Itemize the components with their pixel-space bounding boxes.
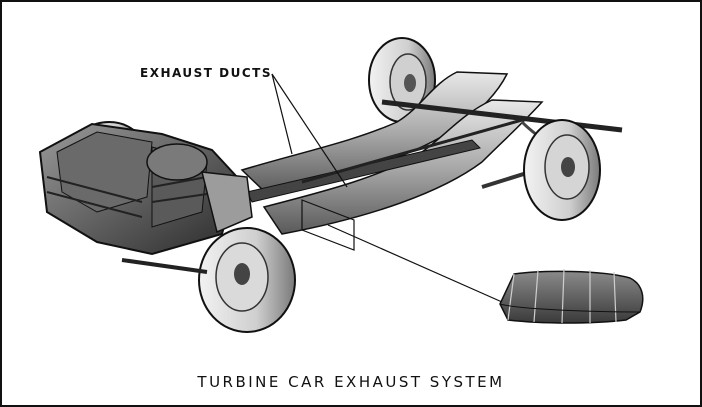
callout-leader-lines [271,73,348,188]
duct-cross-section [499,268,644,324]
exhaust-ducts-label: EXHAUST DUCTS [140,66,272,80]
turbine-engine [38,122,253,256]
rear-right-wheel [523,119,601,221]
section-plane [301,199,355,251]
figure-caption: TURBINE CAR EXHAUST SYSTEM [197,373,505,391]
section-leader-line [327,224,503,303]
front-right-wheel [121,227,296,333]
